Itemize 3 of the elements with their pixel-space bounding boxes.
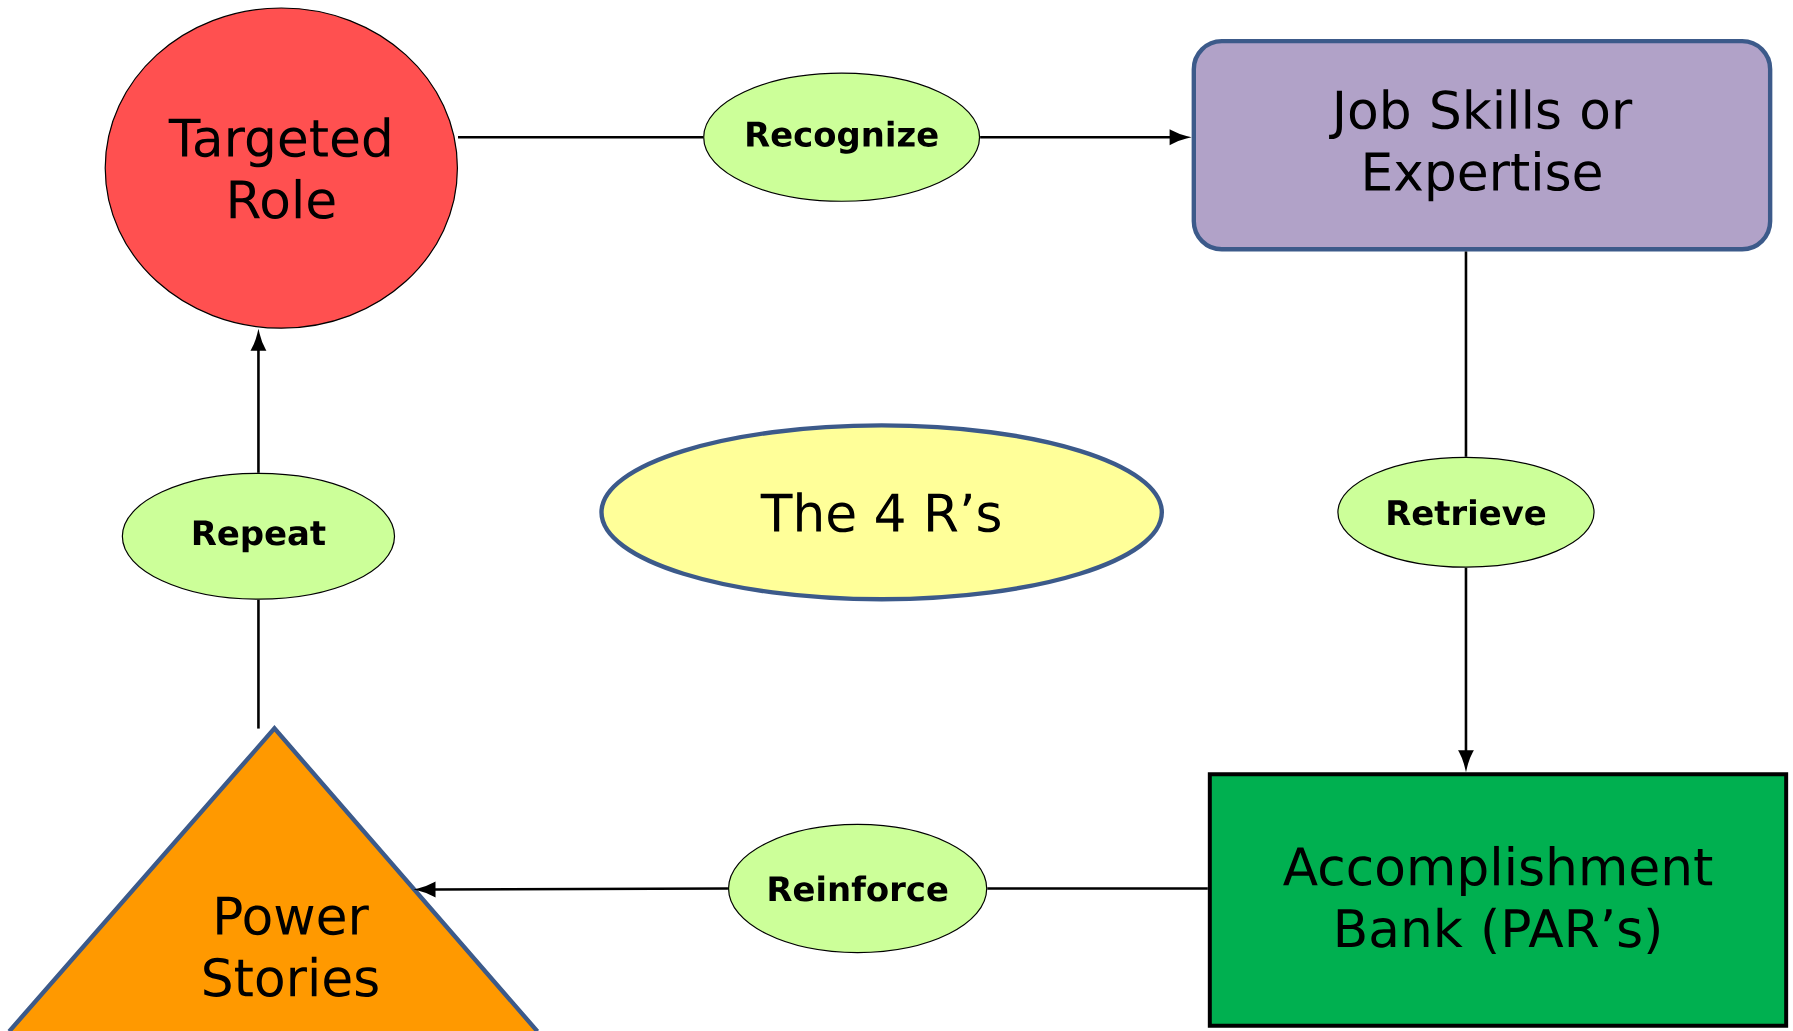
skills-box: Job Skills or Expertise (1191, 38, 1773, 252)
stories-triangle: Power Stories (7, 724, 540, 1031)
bank-box: Accomplishment Bank (PAR’s) (1207, 771, 1789, 1028)
